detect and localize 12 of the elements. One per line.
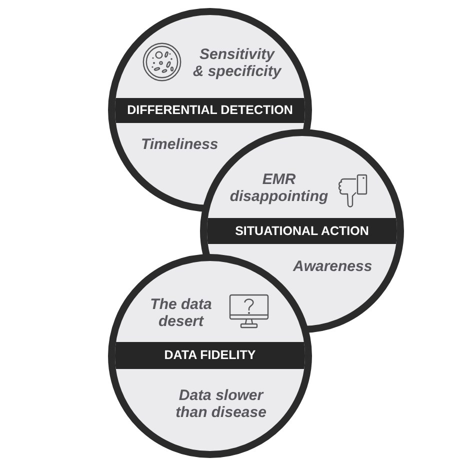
point-text: Sensitivity & specificity xyxy=(192,46,282,80)
point-text: Data slower than disease xyxy=(176,387,266,421)
point-text: Awareness xyxy=(293,258,372,275)
heading-text: DATA FIDELITY xyxy=(164,348,256,363)
heading-band xyxy=(207,218,397,244)
heading-text: SITUATIONAL ACTION xyxy=(235,224,369,238)
heading-band xyxy=(115,98,305,123)
heading-band xyxy=(115,342,305,369)
heading-text: DIFFERENTIAL DETECTION xyxy=(127,103,293,118)
point-text: Timeliness xyxy=(141,136,218,153)
point-text: The data desert xyxy=(150,296,212,330)
point-text: EMR disappointing xyxy=(230,171,328,205)
